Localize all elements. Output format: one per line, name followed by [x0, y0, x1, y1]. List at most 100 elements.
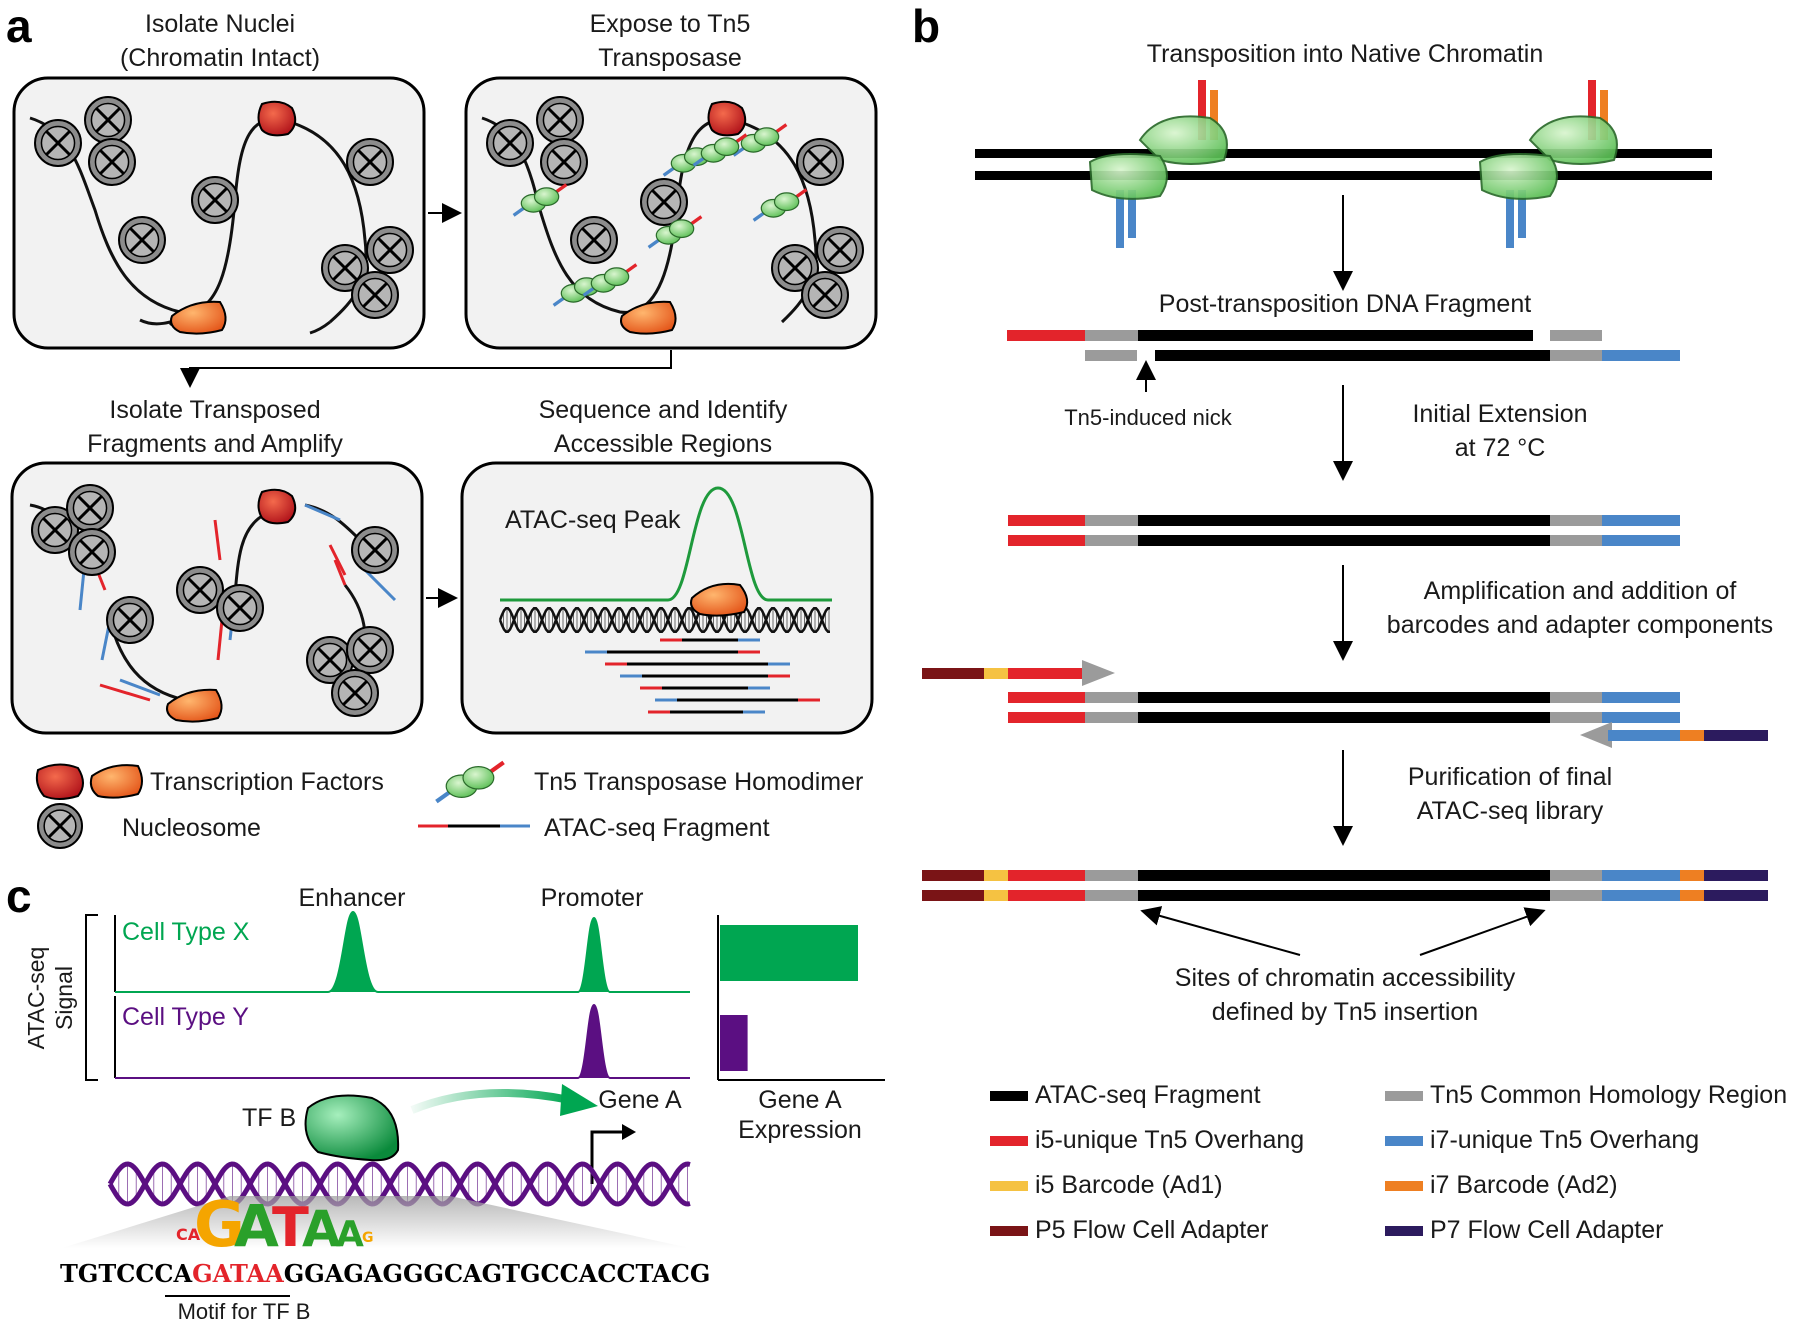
primer-i5 [1008, 668, 1086, 679]
primer-right-arrowhead [1580, 722, 1612, 748]
library-segment [1008, 515, 1085, 526]
legend-fragment-label: ATAC-seq Fragment [544, 814, 770, 842]
sites-arrow-left [1140, 906, 1301, 956]
sequencing-reads [585, 638, 820, 714]
panel-a: Isolate Nuclei (Chromatin Intact) Expose… [10, 10, 878, 849]
library-segment [1008, 535, 1085, 546]
frag1-i5 [1007, 330, 1085, 341]
legend-label: Tn5 Common Homology Region [1430, 1081, 1787, 1109]
logo-small-left: CA [176, 1225, 201, 1244]
nucleosome-legend-icon [37, 803, 83, 849]
svg-text:A: A [302, 1200, 341, 1258]
box3-title-2: Fragments and Amplify [87, 430, 343, 458]
sequence-logo: G A T A A [194, 1188, 364, 1261]
adapter-end [216, 619, 224, 661]
tn5-transposase [732, 123, 788, 157]
legend-label: i5 Barcode (Ad1) [1035, 1171, 1223, 1199]
svg-text:A: A [336, 1214, 364, 1255]
frag1-black-top [1138, 330, 1533, 341]
nucleosome-group-box1 [34, 96, 414, 319]
promoter-label: Promoter [541, 884, 644, 912]
frag1-grey-right [1550, 350, 1602, 361]
adapter-end [333, 559, 347, 586]
nucleosome [176, 566, 224, 614]
tf-red-box3 [257, 488, 297, 525]
primer-i7-barcode [1680, 730, 1704, 741]
library-segment [1138, 890, 1550, 901]
nucleosome-group-box3 [31, 484, 399, 717]
frag1-grey-right-top [1550, 330, 1602, 341]
nucleosome [37, 803, 83, 849]
library-segment [1602, 535, 1680, 546]
sites-arrow-right [1419, 907, 1546, 956]
dna-sequence: TGTCCCAGATAAGGAGAGGGCAGTGCCACCTACG [60, 1259, 710, 1288]
tf-orange-legend-icon [89, 764, 143, 799]
library-segment [1550, 515, 1602, 526]
panel-letter-a: a [6, 0, 32, 52]
nucleosome [536, 96, 584, 144]
frag1-i7 [1602, 350, 1680, 361]
amplification-fragment [1008, 692, 1680, 723]
adapter-end [119, 678, 161, 697]
svg-text:G: G [194, 1188, 245, 1261]
enhancer-label: Enhancer [298, 884, 405, 912]
legend-label: i5-unique Tn5 Overhang [1035, 1126, 1304, 1154]
nucleosome [351, 526, 399, 574]
svg-text:A: A [234, 1192, 279, 1260]
nucleosome [34, 119, 82, 167]
library-segment [1085, 535, 1138, 546]
step3-line1: Purification of final [1408, 763, 1612, 791]
atac-peak-curve [500, 486, 832, 602]
panel-letter-c: c [6, 870, 32, 922]
nucleosome [816, 226, 864, 274]
tf-red-box1 [257, 100, 297, 137]
nucleosome [106, 596, 154, 644]
legend-swatch [990, 1226, 1028, 1236]
library-segment [1602, 870, 1680, 881]
library-segment [1550, 692, 1602, 703]
tn5-legend-icon [435, 760, 505, 804]
legend-label: i7-unique Tn5 Overhang [1430, 1126, 1699, 1154]
library-segment [1008, 870, 1085, 881]
tf-orange-box1 [170, 300, 227, 335]
nick-label: Tn5-induced nick [1064, 405, 1233, 430]
y-axis-label-1: ATAC-seq [23, 947, 49, 1050]
primer-i7 [1608, 730, 1680, 741]
tf-b-protein [304, 1094, 400, 1162]
step2-line1: Amplification and addition of [1424, 577, 1737, 605]
panel-b-title: Transposition into Native Chromatin [1147, 40, 1543, 68]
tn5-transposase [435, 760, 505, 804]
nucleosome [801, 271, 849, 319]
library-segment [1550, 870, 1602, 881]
primer-left-arrowhead [1082, 660, 1115, 686]
nucleosome [540, 138, 588, 186]
step2-line2: barcodes and adapter components [1387, 611, 1773, 639]
track-y-signal [115, 1003, 690, 1079]
gene-a-label: Gene A [598, 1086, 682, 1114]
motif-label: Motif for TF B [178, 1299, 311, 1324]
library-segment [1138, 870, 1550, 881]
nucleosome [68, 528, 116, 576]
expression-bar-cell-x [720, 925, 858, 981]
library-segment [1008, 890, 1085, 901]
legend-swatch [990, 1136, 1028, 1146]
tn5-transposase [692, 133, 748, 167]
nucleosome [486, 119, 534, 167]
tn5-transposase [512, 183, 568, 217]
logo-small-right: G [362, 1230, 374, 1246]
tf-b-label: TF B [242, 1104, 296, 1132]
library-segment [1085, 692, 1138, 703]
library-segment [1602, 712, 1680, 723]
nucleosome [331, 669, 379, 717]
box-sequence [460, 461, 874, 735]
frag1-grey-left [1085, 330, 1138, 341]
nucleosome [570, 216, 618, 264]
adapter-end [304, 503, 341, 522]
box1-title-2: (Chromatin Intact) [120, 44, 320, 72]
tn5-native [1478, 80, 1618, 248]
expression-label-1: Gene A [758, 1086, 842, 1114]
tn5-group-box2 [512, 123, 808, 307]
library-segment [1602, 515, 1680, 526]
cell-y-label: Cell Type Y [122, 1003, 249, 1031]
